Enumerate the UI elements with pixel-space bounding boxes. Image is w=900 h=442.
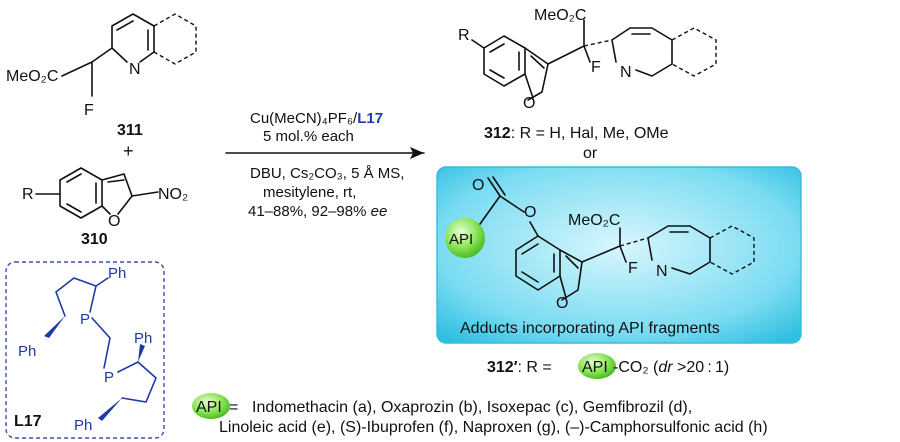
phenyl-4-label: Ph xyxy=(74,417,92,434)
caption-co2: -CO₂ ( xyxy=(613,359,659,376)
nitro-label: NO₂ xyxy=(158,186,188,203)
nitrogen-label: N xyxy=(656,263,668,280)
svg-text:41–88%, 92–98% ee: 41–88%, 92–98% ee xyxy=(248,203,387,220)
caption-r: : R = xyxy=(518,359,552,376)
svg-text:Cu(MeCN)₄PF₆/L17: Cu(MeCN)₄PF₆/L17 xyxy=(250,110,383,127)
ester-label: MeO₂C xyxy=(568,212,620,229)
fluorine-label: F xyxy=(628,260,638,277)
phenyl-3-label: Ph xyxy=(134,330,152,347)
api-legend: API = Indomethacin (a), Oxaprozin (b), I… xyxy=(192,393,768,436)
ligand-box xyxy=(5,261,165,439)
svg-text:-CO₂ (dr >20 : 1): -CO₂ (dr >20 : 1) xyxy=(613,359,729,376)
fluorine-label: F xyxy=(591,59,601,76)
nitrogen-label: N xyxy=(620,64,632,81)
r-group-label: R xyxy=(458,27,470,44)
or-text: or xyxy=(583,145,598,162)
legend-api-text: API xyxy=(196,399,222,416)
ester-label: MeO₂C xyxy=(6,68,58,85)
ee-text: ee xyxy=(371,203,388,220)
phenyl-2-label: Ph xyxy=(18,343,36,360)
ligand-label: L17 xyxy=(14,413,42,430)
legend-api-badge xyxy=(192,393,230,419)
r-group-label: R xyxy=(22,186,34,203)
svg-text:312: R = H, Hal, Me, OMe: 312: R = H, Hal, Me, OMe xyxy=(484,125,669,142)
caption-api-text: API xyxy=(582,359,608,376)
reaction-conditions: Cu(MeCN)₄PF₆/L17 5 mol.% each DBU, Cs₂CO… xyxy=(225,110,425,220)
caption-api-badge xyxy=(578,353,616,379)
reaction-arrowhead xyxy=(410,147,424,159)
product-312: R O MeO₂C F N 312: R = H, Hal, Me, OMe o… xyxy=(458,7,717,162)
phosphorus-2-label: P xyxy=(104,369,114,386)
compound-number-312: 312 xyxy=(484,125,511,142)
product-312-prime: API O O O MeO₂C F N Adducts incorporatin… xyxy=(436,166,802,379)
loading-text: 5 mol.% each xyxy=(263,128,354,145)
nitrogen-label: N xyxy=(129,61,141,78)
legend-line-2: Linoleic acid (e), (S)-Ibuprofen (f), Na… xyxy=(219,419,768,436)
phosphorus-1-label: P xyxy=(80,311,90,328)
product-312-caption: : R = H, Hal, Me, OMe xyxy=(511,125,669,142)
api-adduct-box xyxy=(436,166,802,344)
furan-oxygen-label: O xyxy=(108,213,120,230)
furan-oxygen-label: O xyxy=(556,295,568,312)
api-badge-text: API xyxy=(449,231,473,248)
compound-number-311: 311 xyxy=(117,122,143,139)
fluorine-label: F xyxy=(84,102,94,119)
legend-equals: = xyxy=(229,399,238,416)
caption-ratio: >20 : 1) xyxy=(673,359,730,376)
carbonyl-oxygen-label: O xyxy=(472,177,484,194)
ester-label: MeO₂C xyxy=(534,7,586,24)
caption-dr: dr xyxy=(658,359,673,376)
yield-text: 41–88%, 92–98% xyxy=(248,203,366,220)
plus-sign: + xyxy=(123,141,134,161)
box-caption: Adducts incorporating API fragments xyxy=(460,320,720,337)
conditions-line-1: DBU, Cs₂CO₃, 5 Å MS, xyxy=(250,165,404,182)
ester-oxygen-label: O xyxy=(524,204,536,221)
furan-oxygen-label: O xyxy=(523,95,535,112)
compound-number-310: 310 xyxy=(81,231,108,248)
svg-text:312′: R =: 312′: R = xyxy=(487,359,552,376)
legend-line-1: Indomethacin (a), Oxaprozin (b), Isoxepa… xyxy=(252,399,692,416)
reactant-311: MeO₂C F N 311 xyxy=(6,13,197,139)
conditions-line-2: mesitylene, rt, xyxy=(263,184,356,201)
compound-number-312-prime: 312′ xyxy=(487,359,518,376)
ligand-ref-text: L17 xyxy=(357,110,383,127)
reactant-310: R O NO₂ 310 xyxy=(22,167,188,248)
phenyl-1-label: Ph xyxy=(108,265,126,282)
catalyst-text: Cu(MeCN)₄PF₆/ xyxy=(250,110,358,127)
ligand-L17: P Ph Ph P Ph Ph L17 xyxy=(5,261,165,439)
api-badge xyxy=(445,218,485,258)
